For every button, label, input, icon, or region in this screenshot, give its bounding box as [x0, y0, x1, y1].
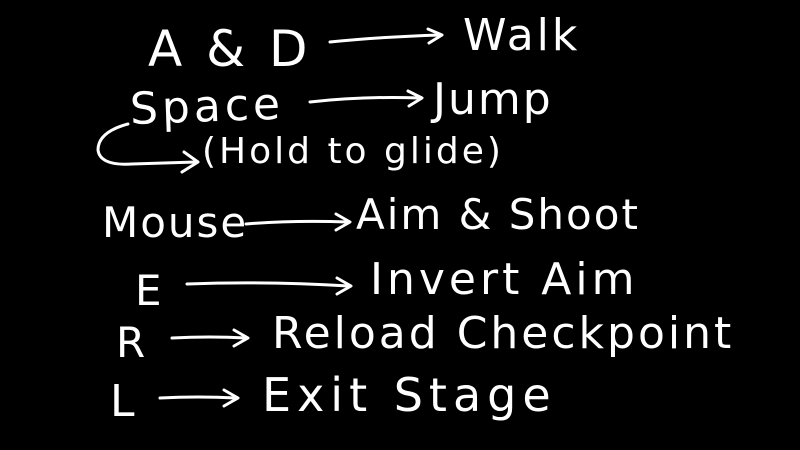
control-action-aim: Aim & Shoot [356, 190, 640, 239]
arrow-right-icon [170, 328, 250, 348]
arrow-right-icon [244, 212, 352, 232]
arrow-right-icon [308, 89, 424, 108]
control-key-reload: R [116, 318, 146, 367]
control-action-reload: Reload Checkpoint [272, 308, 735, 359]
arrow-right-icon [328, 27, 444, 45]
arrow-right-icon [158, 388, 240, 408]
control-action-walk: Walk [463, 10, 581, 61]
control-note-glide: (Hold to glide) [202, 131, 504, 172]
control-action-invert: Invert Aim [370, 254, 639, 305]
control-action-exit: Exit Stage [262, 368, 557, 422]
control-key-exit: L [110, 376, 135, 427]
control-key-invert: E [135, 266, 162, 315]
control-action-jump: Jump [433, 74, 553, 125]
curved-arrow-icon [96, 122, 200, 174]
arrow-right-icon [185, 276, 353, 296]
control-key-walk: A & D [148, 20, 312, 78]
control-key-aim: Mouse [102, 198, 249, 247]
